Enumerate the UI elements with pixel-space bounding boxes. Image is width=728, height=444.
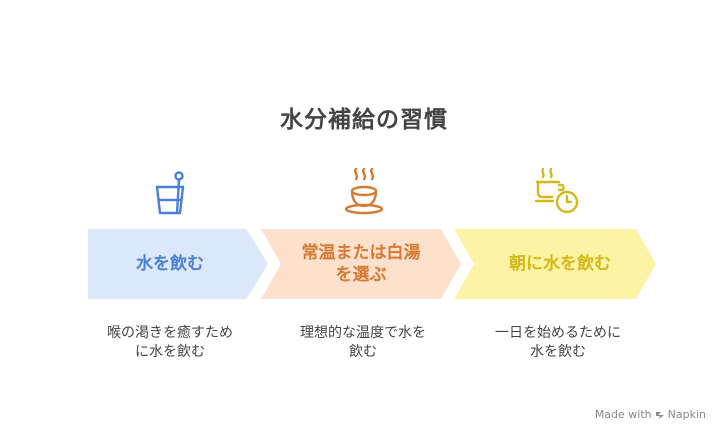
step-3-label: 朝に水を飲む xyxy=(509,254,611,274)
hot-cup-icon xyxy=(344,167,384,215)
step-2-description: 理想的な温度で水を 飲む xyxy=(300,325,426,360)
made-with-text: Made with xyxy=(594,408,652,421)
napkin-brand-name: Napkin xyxy=(667,408,706,421)
napkin-branding[interactable]: Made with Napkin xyxy=(595,408,706,421)
step-2-chevron: 常温または白湯 を選ぶ xyxy=(261,229,461,299)
step-3-chevron: 朝に水を飲む xyxy=(454,229,656,299)
step-1-description: 喉の渇きを癒すため に水を飲む xyxy=(107,325,233,360)
diagram-title: 水分補給の習慣 xyxy=(280,107,448,133)
morning-coffee-clock-icon xyxy=(534,167,579,214)
step-1-label: 水を飲む xyxy=(136,254,204,274)
water-glass-icon xyxy=(155,171,185,215)
step-3-description: 一日を始めるために 水を飲む xyxy=(495,325,621,360)
step-2-label: 常温または白湯 を選ぶ xyxy=(301,243,421,285)
napkin-logo-icon xyxy=(655,411,664,419)
step-1-chevron: 水を飲む xyxy=(88,229,268,299)
